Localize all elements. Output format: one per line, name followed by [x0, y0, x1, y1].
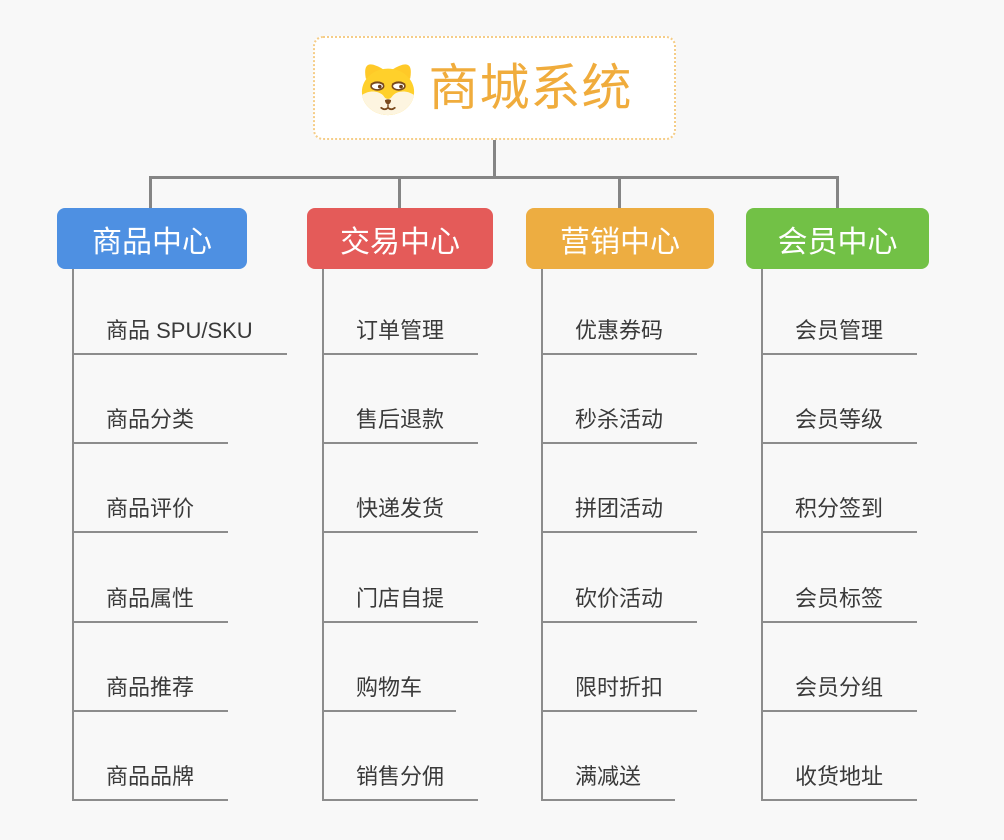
leaf-node[interactable]: 积分签到 [761, 496, 918, 533]
branch-drop-connector [398, 176, 401, 208]
branch-node-marketing-center[interactable]: 营销中心 [526, 208, 714, 269]
leaf-node[interactable]: 商品分类 [72, 407, 229, 444]
leaf-node[interactable]: 商品 SPU/SKU [72, 318, 287, 355]
leaf-node[interactable]: 购物车 [322, 675, 457, 712]
column-trunk-connector [761, 269, 763, 801]
leaf-node[interactable]: 商品属性 [72, 586, 229, 623]
branch-node-member-center[interactable]: 会员中心 [746, 208, 929, 269]
leaf-node[interactable]: 限时折扣 [541, 675, 698, 712]
leaf-node[interactable]: 快递发货 [322, 496, 479, 533]
leaf-node[interactable]: 满减送 [541, 764, 676, 801]
branch-drop-connector [149, 176, 152, 208]
leaf-node[interactable]: 会员标签 [761, 586, 918, 623]
leaf-node[interactable]: 会员管理 [761, 318, 918, 355]
leaf-node[interactable]: 收货地址 [761, 764, 918, 801]
leaf-node[interactable]: 秒杀活动 [541, 407, 698, 444]
column-trunk-connector [322, 269, 324, 801]
leaf-node[interactable]: 销售分佣 [322, 764, 479, 801]
branch-drop-connector [618, 176, 621, 208]
branch-node-product-center[interactable]: 商品中心 [57, 208, 247, 269]
root-title: 商城系统 [428, 60, 633, 116]
branch-drop-connector [836, 176, 839, 208]
leaf-node[interactable]: 商品推荐 [72, 675, 229, 712]
leaf-node[interactable]: 商品评价 [72, 496, 229, 533]
leaf-node[interactable]: 砍价活动 [541, 586, 698, 623]
dog-face-icon [361, 64, 414, 116]
branch-node-trade-center[interactable]: 交易中心 [307, 208, 493, 269]
column-trunk-connector [72, 269, 74, 801]
root-node[interactable]: 商城系统 [313, 36, 676, 140]
leaf-node[interactable]: 优惠券码 [541, 318, 698, 355]
leaf-node[interactable]: 会员等级 [761, 407, 918, 444]
leaf-node[interactable]: 会员分组 [761, 675, 918, 712]
leaf-node[interactable]: 拼团活动 [541, 496, 698, 533]
root-trunk-connector [493, 140, 496, 176]
leaf-node[interactable]: 门店自提 [322, 586, 479, 623]
leaf-node[interactable]: 订单管理 [322, 318, 479, 355]
main-horizontal-connector [149, 176, 839, 179]
leaf-node[interactable]: 商品品牌 [72, 764, 229, 801]
leaf-node[interactable]: 售后退款 [322, 407, 479, 444]
column-trunk-connector [541, 269, 543, 801]
